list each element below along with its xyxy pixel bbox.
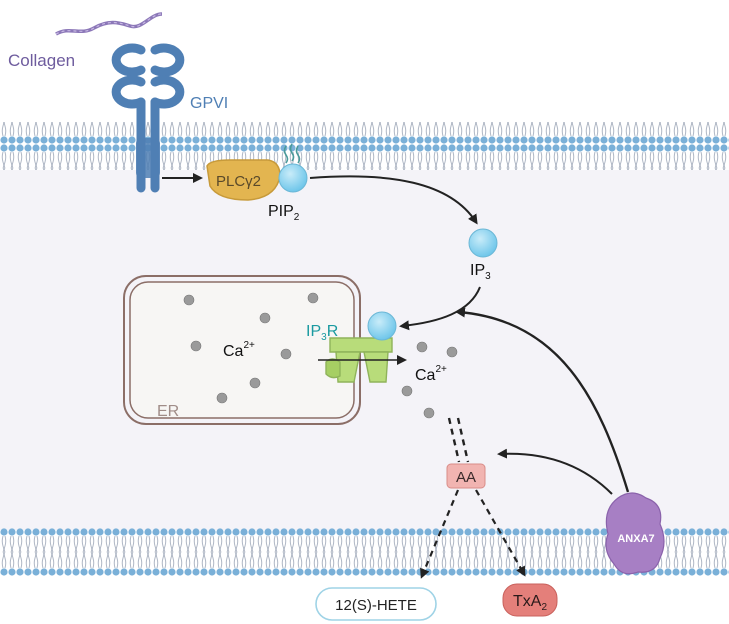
aa-label: AA — [456, 469, 476, 486]
ip3r-bound-ip3 — [367, 311, 397, 341]
aa-box — [446, 463, 486, 489]
pip2-ball — [278, 163, 308, 193]
aa-to-hete-arrow — [420, 489, 460, 579]
anxa7-to-ip3r-arrow — [455, 307, 630, 493]
pip2-label: PIP2 — [268, 203, 300, 223]
collagen-label: Collagen — [8, 51, 75, 70]
pip2-tails — [283, 143, 301, 164]
ip3-to-ip3r-arrow — [399, 286, 481, 331]
txa-box — [502, 583, 558, 617]
anxa7-label: ANXA7 — [617, 533, 654, 545]
hete-label: 12(S)-HETE — [335, 597, 417, 614]
top-membrane — [0, 122, 729, 170]
ip3-ball — [468, 228, 498, 258]
er-calcium-ions — [183, 292, 319, 404]
gpvi-transmembrane — [136, 138, 160, 178]
plc-label: PLCγ2 — [216, 173, 261, 190]
gpvi-label: GPVI — [190, 95, 228, 112]
ip3-label: IP3 — [470, 262, 491, 282]
er-label: ER — [157, 403, 179, 420]
er-ca-label: Ca2+ — [223, 340, 255, 360]
anxa7-to-aa-arrow — [497, 448, 613, 495]
hete-box — [315, 587, 437, 621]
pip2-to-ip3-arrow — [309, 175, 478, 225]
txa-label: TxA2 — [513, 593, 547, 613]
collagen-fiber — [55, 12, 163, 36]
ip3r-label: IP3R — [306, 323, 338, 343]
aa-to-txa-arrow — [475, 489, 526, 577]
ca-to-aa-dashed — [447, 417, 470, 463]
anxa7-protein — [605, 492, 665, 575]
cyto-ca-label: Ca2+ — [415, 364, 447, 384]
cyto-calcium-ions — [401, 341, 458, 419]
